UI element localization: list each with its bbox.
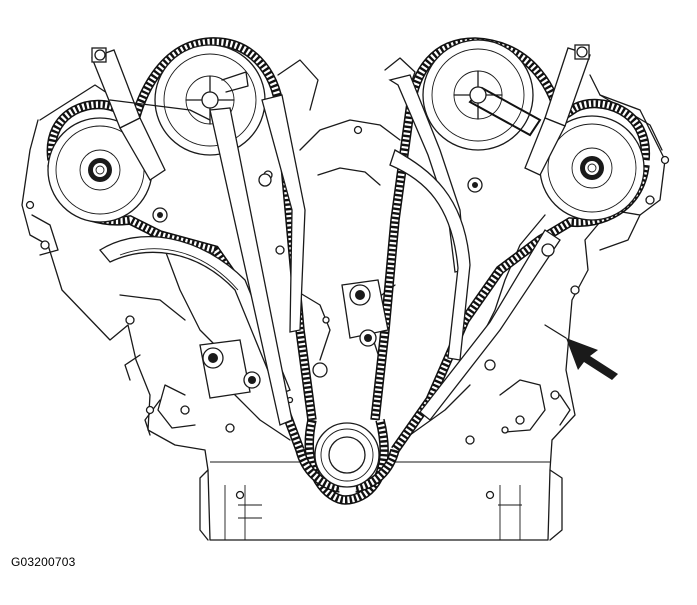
- left-chain-tensioner: [199, 339, 261, 399]
- right-chain-tensioner: [341, 279, 389, 347]
- crankshaft-chain-loop: [295, 418, 400, 505]
- engine-block-outline: [21, 57, 666, 541]
- left-vct-solenoid: [91, 47, 211, 181]
- right-vct-solenoid: [524, 44, 591, 176]
- crankshaft-sprocket: [314, 422, 380, 488]
- right-chain-tensioner-arm: [419, 229, 561, 421]
- left-intake-camshaft-sprocket: [154, 44, 266, 156]
- left-exhaust-camshaft-sprocket: [47, 117, 153, 223]
- left-chain-tensioner-arm: [209, 94, 306, 426]
- right-exhaust-camshaft-sprocket: [539, 115, 645, 221]
- mounting-bolts: [152, 173, 555, 378]
- right-chain-guide: [388, 74, 471, 361]
- pointer-arrow: [544, 324, 618, 380]
- right-intake-camshaft-sprocket: [422, 39, 542, 151]
- figure-id-label: G03200703: [11, 555, 76, 569]
